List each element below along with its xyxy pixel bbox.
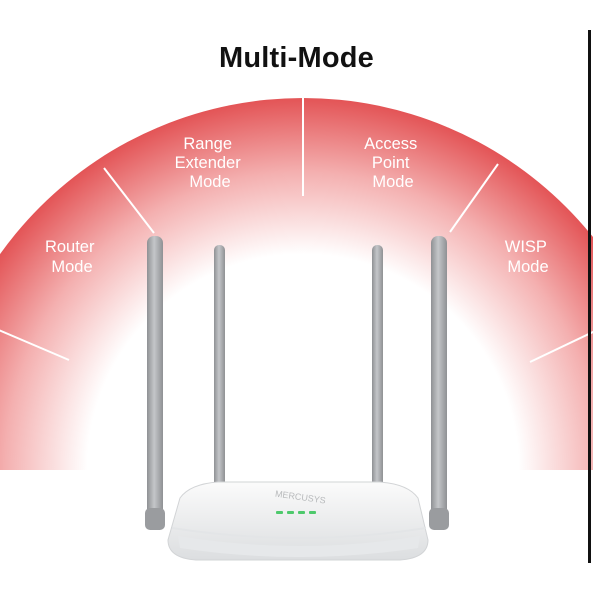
antenna-outer-right	[429, 236, 449, 530]
arc-divider-2	[103, 167, 155, 234]
mode-wisp-line2: Mode	[507, 258, 548, 276]
mode-router-line2: Mode	[51, 258, 92, 276]
mode-label-access-point: Access Point Mode	[364, 135, 422, 191]
mode-label-router: Router Mode	[45, 238, 99, 276]
mode-arc	[0, 98, 593, 470]
mode-extender-line2: Extender	[175, 154, 242, 172]
router-leds	[276, 511, 316, 514]
mode-label-range-extender: Range Extender Mode	[175, 135, 246, 191]
antenna-inner-right	[371, 245, 384, 506]
arc-divider-5	[529, 330, 593, 363]
antenna-outer-left	[145, 236, 165, 530]
arc-divider-4	[449, 163, 499, 233]
mode-extender-line3: Mode	[189, 173, 230, 191]
mode-ap-line2: Point	[372, 154, 410, 172]
mode-label-wisp: WISP Mode	[505, 238, 551, 276]
arc-divider-1	[0, 329, 70, 361]
edge-divider	[588, 30, 591, 563]
antenna-inner-left	[213, 245, 226, 506]
router-image: MERCUSYS	[145, 236, 449, 561]
mode-extender-line1: Range	[183, 135, 232, 153]
router-body	[167, 481, 429, 561]
mode-wisp-line1: WISP	[505, 238, 547, 256]
mode-router-line1: Router	[45, 238, 95, 256]
mode-ap-line1: Access	[364, 135, 417, 153]
mode-ap-line3: Mode	[372, 173, 413, 191]
page-title: Multi-Mode	[218, 42, 374, 74]
